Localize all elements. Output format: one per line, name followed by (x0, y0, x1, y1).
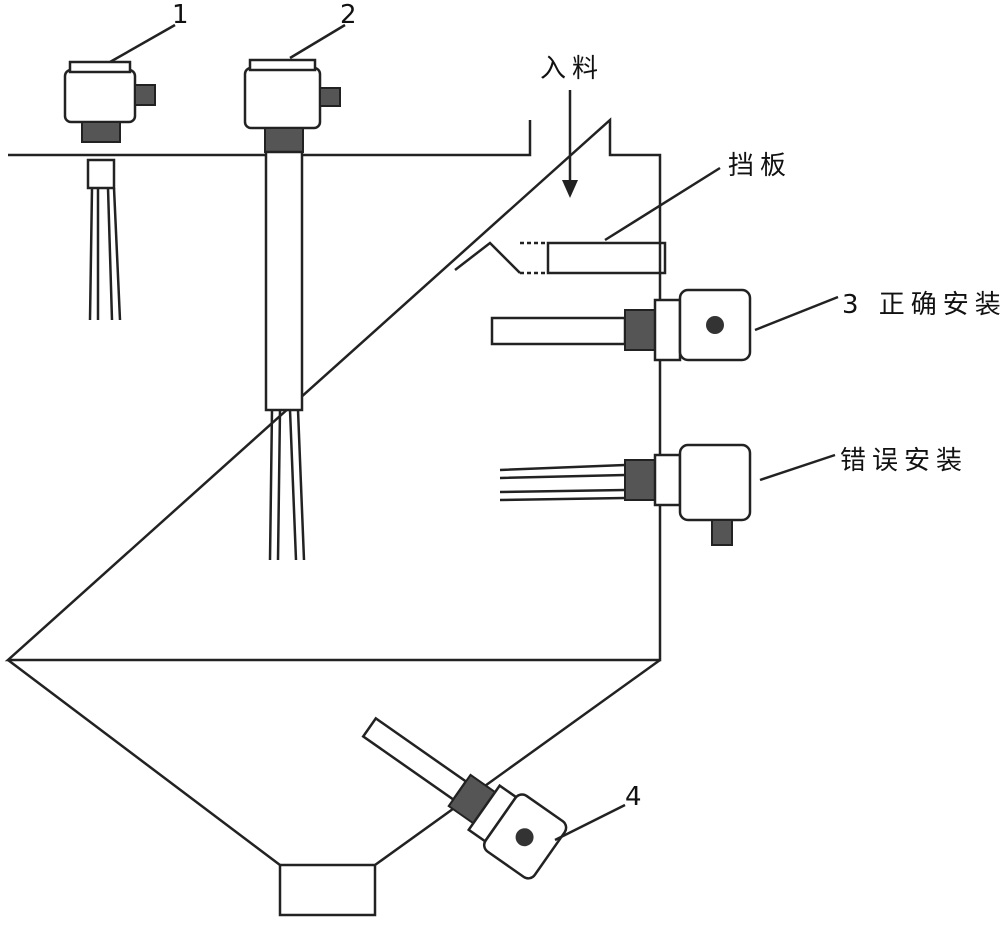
baffle (454, 166, 721, 275)
label-sensor-4: 4 (625, 782, 648, 812)
sensor-1 (63, 23, 176, 321)
silo-body (4, 117, 662, 917)
label-sensor-1: 1 (172, 0, 195, 30)
label-inlet: 入料 (540, 54, 605, 84)
sensor-3-correct (490, 288, 839, 362)
sensor-wrong (499, 443, 836, 546)
inlet-arrow-icon (562, 90, 578, 198)
label-sensor-2: 2 (340, 0, 363, 30)
label-wrong-install: 错误安装 (840, 446, 969, 476)
sensor-2 (243, 23, 346, 561)
label-baffle: 挡板 (728, 151, 793, 181)
label-correct-install: 3 正确安装 (842, 290, 1000, 320)
outlet-box (278, 863, 377, 917)
sensor-4 (361, 716, 568, 880)
